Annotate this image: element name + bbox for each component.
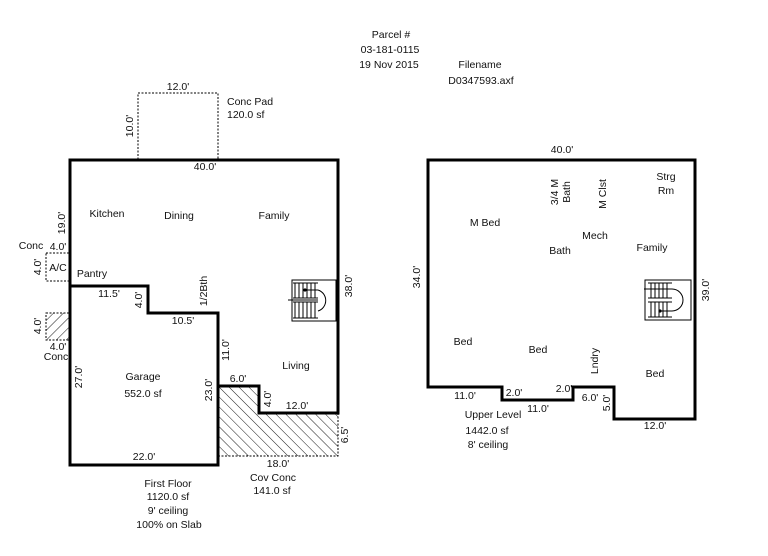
first-floor-ceiling: 9' ceiling bbox=[148, 505, 189, 517]
room-master-bath-line1: 3/4 M bbox=[549, 179, 561, 205]
room-family-upper: Family bbox=[637, 242, 669, 254]
dim-bath-wall: 10.5' bbox=[172, 315, 194, 327]
dim-pantry-step: 4.0' bbox=[133, 292, 145, 309]
dim-garage-right: 23.0' bbox=[203, 379, 215, 401]
cov-conc-area-label: 141.0 sf bbox=[253, 485, 290, 497]
filename-value: D0347593.axf bbox=[448, 75, 513, 87]
room-master-bath-line2: Bath bbox=[561, 181, 573, 203]
upper-level-plan: 40.0' 34.0' 39.0' 11.0' 2.0' 11.0' 2.0' … bbox=[411, 144, 712, 451]
dim-top: 40.0' bbox=[194, 161, 216, 173]
side-conc-width: 4.0' bbox=[50, 341, 67, 353]
room-pantry: Pantry bbox=[77, 268, 108, 280]
conc-pad-depth: 10.0' bbox=[124, 115, 136, 137]
first-floor-outline bbox=[68, 158, 340, 467]
upper-level-name: Upper Level bbox=[465, 409, 522, 421]
ac-width: 4.0' bbox=[50, 241, 67, 253]
parcel-number: 03-181-0115 bbox=[361, 44, 420, 56]
first-floor-foundation: 100% on Slab bbox=[136, 519, 202, 531]
dim-porch-step: 4.0' bbox=[262, 391, 274, 408]
dim-left-upper: 19.0' bbox=[56, 212, 68, 234]
garage-area: 552.0 sf bbox=[124, 388, 161, 400]
dim-right: 38.0' bbox=[343, 275, 355, 297]
room-dining: Dining bbox=[164, 210, 194, 222]
ac-pad-area bbox=[45, 252, 71, 282]
side-conc-depth: 4.0' bbox=[32, 318, 44, 335]
first-floor-name: First Floor bbox=[144, 478, 192, 490]
garage-name: Garage bbox=[125, 371, 160, 383]
ac-label: A/C bbox=[49, 262, 67, 274]
cov-conc-name: Cov Conc bbox=[250, 472, 296, 484]
dim-garage-left: 27.0' bbox=[73, 366, 85, 388]
header-block: Parcel # 03-181-0115 19 Nov 2015 Filenam… bbox=[359, 29, 514, 87]
upper-dim-bump: 6.0' bbox=[582, 392, 599, 404]
first-floor-plan: 12.0' 10.0' Conc Pad 120.0 sf 40.0' 19.0… bbox=[19, 81, 355, 531]
room-storage-line2: Rm bbox=[658, 185, 675, 197]
room-master-bed: M Bed bbox=[470, 217, 501, 229]
parcel-label: Parcel # bbox=[372, 29, 411, 41]
room-bed-1: Bed bbox=[454, 336, 473, 348]
dim-inner-right: 11.0' bbox=[220, 339, 232, 361]
upper-dim-right: 39.0' bbox=[700, 279, 712, 301]
dim-porch-wall: 12.0' bbox=[286, 400, 308, 412]
upper-dim-bottom-left: 11.0' bbox=[454, 390, 476, 402]
upper-level-outline bbox=[426, 158, 697, 421]
conc-pad-area-label: 120.0 sf bbox=[227, 109, 264, 121]
dim-porch-top: 6.0' bbox=[230, 373, 247, 385]
stairs-icon bbox=[644, 279, 692, 321]
room-kitchen: Kitchen bbox=[89, 208, 124, 220]
room-master-closet: M Clst bbox=[597, 179, 609, 209]
room-living: Living bbox=[282, 360, 310, 372]
conc-pad-width: 12.0' bbox=[167, 81, 189, 93]
upper-dim-bottom-right: 12.0' bbox=[644, 420, 666, 432]
room-bed-3: Bed bbox=[646, 368, 665, 380]
garage-partition-wall bbox=[68, 284, 220, 388]
sketch-date: 19 Nov 2015 bbox=[359, 59, 419, 71]
upper-dim-recess: 11.0' bbox=[527, 403, 549, 415]
upper-dim-step-1: 2.0' bbox=[506, 387, 523, 399]
cov-conc-area bbox=[218, 386, 338, 456]
upper-dim-step-2: 2.0' bbox=[556, 383, 573, 395]
upper-dim-top: 40.0' bbox=[551, 144, 573, 156]
room-family: Family bbox=[259, 210, 291, 222]
upper-dim-left: 34.0' bbox=[411, 266, 423, 288]
ac-depth: 4.0' bbox=[32, 259, 44, 276]
room-bath: Bath bbox=[549, 245, 571, 257]
ac-conc-label: Conc bbox=[19, 240, 44, 252]
first-floor-area: 1120.0 sf bbox=[147, 491, 190, 503]
upper-dim-bump-depth: 5.0' bbox=[601, 395, 613, 412]
dim-pantry-wall: 11.5' bbox=[98, 288, 120, 300]
room-laundry: Lndry bbox=[589, 347, 601, 374]
cov-conc-width: 18.0' bbox=[267, 458, 289, 470]
room-mech: Mech bbox=[582, 230, 608, 242]
upper-level-area: 1442.0 sf bbox=[465, 425, 508, 437]
room-bed-2: Bed bbox=[529, 344, 548, 356]
stairs-icon bbox=[288, 279, 337, 322]
conc-pad-name: Conc Pad bbox=[227, 96, 273, 108]
room-half-bath: 1/2Bth bbox=[198, 276, 210, 307]
room-storage-line1: Strg bbox=[656, 171, 675, 183]
side-conc-area bbox=[46, 313, 70, 340]
filename-label: Filename bbox=[458, 59, 501, 71]
dim-garage-bottom: 22.0' bbox=[133, 451, 155, 463]
upper-level-ceiling: 8' ceiling bbox=[468, 439, 509, 451]
cov-conc-depth: 6.5' bbox=[339, 427, 351, 444]
side-conc-label: Conc bbox=[44, 351, 69, 363]
